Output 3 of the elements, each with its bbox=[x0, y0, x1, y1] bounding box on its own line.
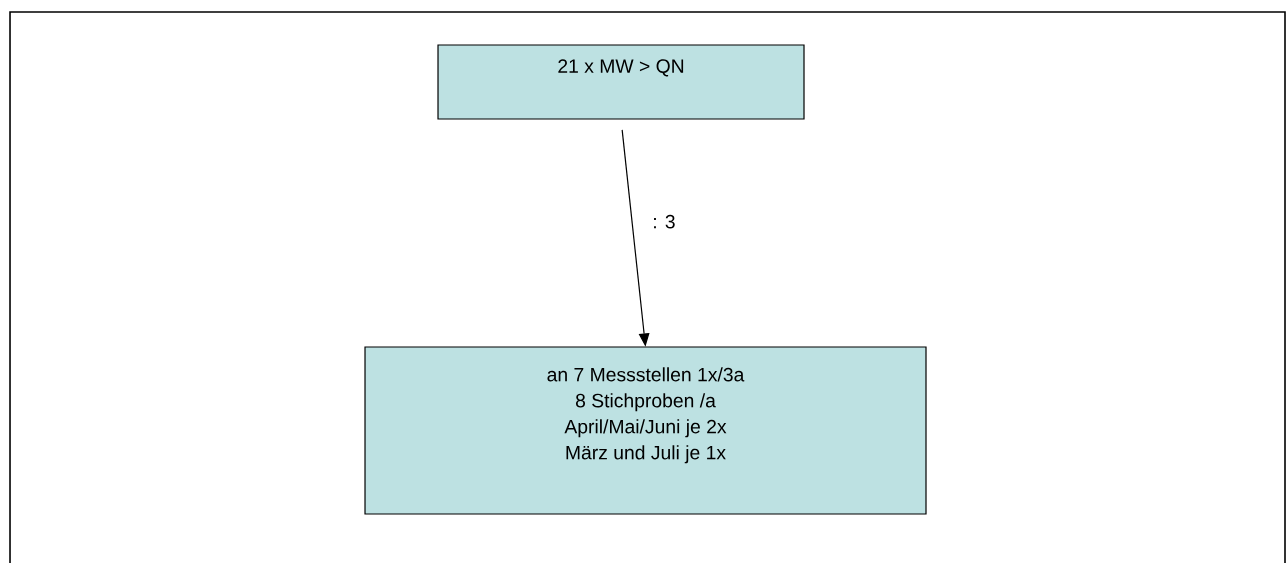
process-box: 21 x MW > QN bbox=[437, 44, 805, 120]
edge-label: : 3 bbox=[654, 214, 675, 229]
process-box: an 7 Messstellen 1x/3a 8 Stichproben /a April/Mai/Juni je 2x März und Juli je 1x bbox=[364, 346, 927, 515]
